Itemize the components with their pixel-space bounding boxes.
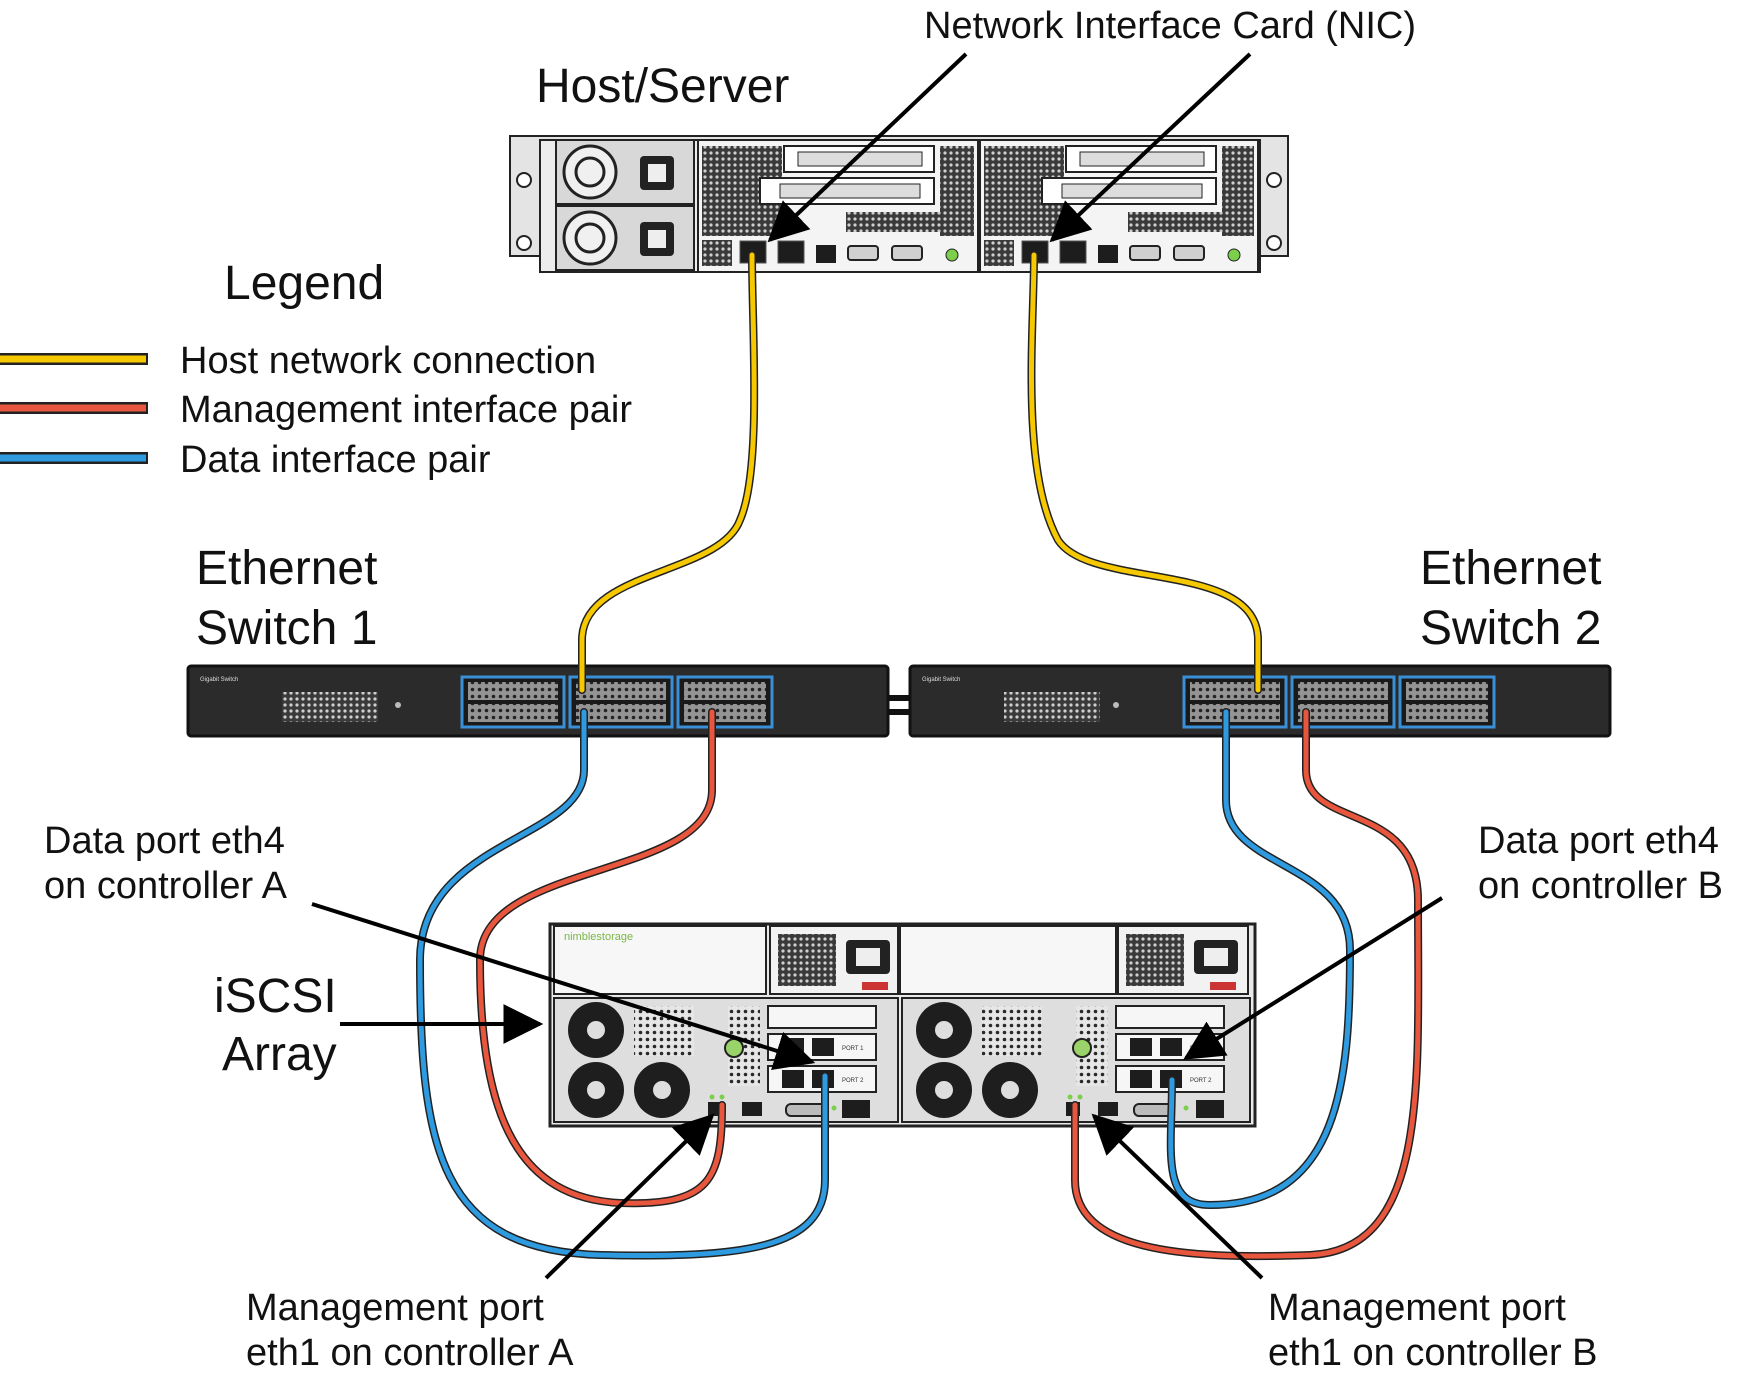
iscsi-array: nimblestorage <box>548 922 1257 1128</box>
data-b-label-line2: on controller B <box>1478 865 1723 907</box>
controller-a: PORT 1 PORT 2 <box>553 997 899 1123</box>
legend-label-mgmt: Management interface pair <box>180 389 632 431</box>
legend-label-host: Host network connection <box>180 340 596 382</box>
switch-1-badge: Gigabit Switch <box>200 677 238 683</box>
host-label: Host/Server <box>536 60 789 113</box>
mgmt-cable-a <box>475 708 726 1208</box>
ethernet-switch-1: Gigabit Switch <box>186 664 890 738</box>
switch-2-label-line2: Switch 2 <box>1420 602 1601 655</box>
labels: Network Interface Card (NIC) Host/Server… <box>44 5 1723 1374</box>
controller-b: PORT 1 PORT 2 <box>901 997 1251 1123</box>
nic-arrow-2 <box>1049 52 1252 243</box>
mgmt-a-label-line1: Management port <box>246 1287 544 1329</box>
controller-b-port2: PORT 2 <box>1190 1078 1212 1084</box>
legend-item-host: Host network connection <box>0 340 596 382</box>
legend-item-mgmt: Management interface pair <box>0 389 632 431</box>
host-cable-1 <box>578 251 759 694</box>
switch-1-label-line2: Switch 1 <box>196 602 377 655</box>
mgmt-b-label-line2: eth1 on controller B <box>1268 1332 1598 1374</box>
legend-title: Legend <box>224 257 384 310</box>
data-a-label-line1: Data port eth4 <box>44 820 285 862</box>
array-label-line2: Array <box>222 1028 337 1081</box>
mgmt-b-label-line1: Management port <box>1268 1287 1566 1329</box>
mgmt-a-arrow <box>544 1113 715 1280</box>
switch-2-badge: Gigabit Switch <box>922 677 960 683</box>
legend: Legend Host network connection Managemen… <box>0 257 632 481</box>
mgmt-b-arrow <box>1091 1113 1264 1280</box>
controller-a-port1: PORT 1 <box>842 1046 864 1052</box>
switch-2-label-line1: Ethernet <box>1420 542 1601 595</box>
host-psu <box>555 139 695 271</box>
switch-1-label-line1: Ethernet <box>196 542 377 595</box>
switch-2-port-groups <box>1182 675 1496 729</box>
array-label-line1: iSCSI <box>214 970 337 1023</box>
callout-arrows <box>311 52 1444 1280</box>
host-server <box>509 135 1289 273</box>
host-node-1 <box>697 139 979 273</box>
host-node-2 <box>979 139 1259 273</box>
data-cable-b <box>1166 708 1355 1210</box>
nic-arrow-1 <box>767 52 968 243</box>
data-b-arrow <box>1183 896 1444 1060</box>
data-b-label-line1: Data port eth4 <box>1478 820 1719 862</box>
legend-label-data: Data interface pair <box>180 439 491 481</box>
data-a-label-line2: on controller A <box>44 865 288 907</box>
controller-a-port2: PORT 2 <box>842 1078 864 1084</box>
data-cable-a <box>415 708 829 1260</box>
mgmt-a-label-line2: eth1 on controller A <box>246 1332 574 1374</box>
switch-1-port-groups <box>460 675 774 729</box>
legend-item-data: Data interface pair <box>0 439 491 481</box>
cables <box>415 251 1423 1261</box>
array-brand: nimblestorage <box>564 931 633 943</box>
nic-label: Network Interface Card (NIC) <box>924 5 1416 47</box>
data-a-arrow <box>311 902 816 1071</box>
mgmt-cable-b <box>1071 708 1423 1261</box>
host-cable-2 <box>1027 251 1262 694</box>
